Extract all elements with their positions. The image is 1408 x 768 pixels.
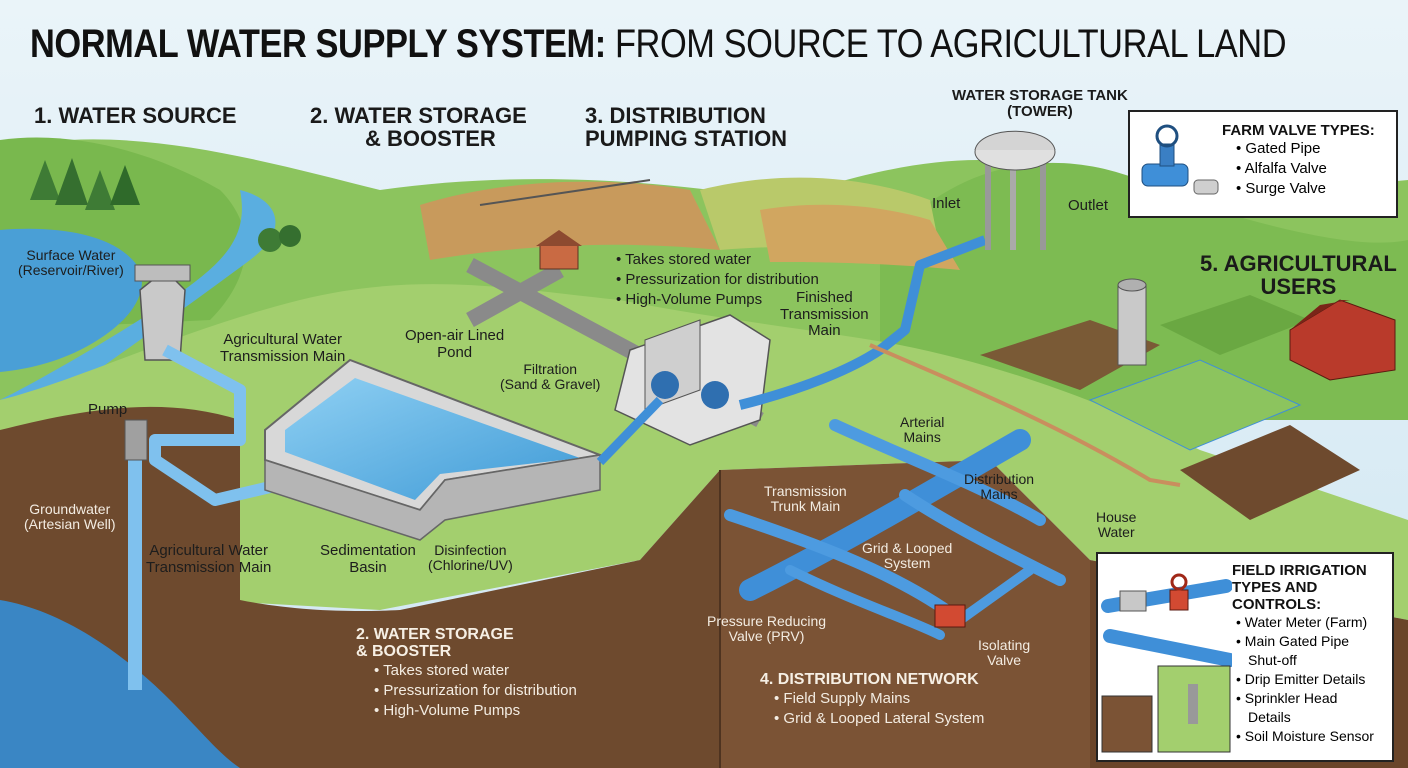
field-irrigation-heading-1: FIELD IRRIGATION (1232, 562, 1367, 579)
distribution-bullet-list: Field Supply MainsGrid & Looped Lateral … (760, 689, 984, 729)
pumping-bullets: Takes stored waterPressurization for dis… (616, 250, 819, 310)
title-rest: FROM SOURCE TO AGRICULTURAL LAND (614, 22, 1287, 66)
title-bold: NORMAL WATER SUPPLY SYSTEM: (30, 22, 606, 66)
plowed-field (420, 181, 720, 260)
pumping-bullet: Takes stored water (616, 250, 819, 270)
field-irrigation-item: Water Meter (Farm) (1236, 613, 1392, 632)
label-sedimentation: Sedimentation Basin (320, 542, 416, 576)
label-house-water: House Water (1096, 509, 1137, 541)
pumping-bullet-list: Takes stored waterPressurization for dis… (616, 250, 819, 310)
agricultural-transmission-pipe (149, 344, 302, 506)
storage-bullet: Takes stored water (374, 661, 577, 681)
field-irrigation-box: FIELD IRRIGATION TYPES AND CONTROLS: Wat… (1096, 552, 1394, 762)
lower-storage-block: 2. WATER STORAGE & BOOSTER Takes stored … (356, 626, 577, 721)
farm-valve-item: Gated Pipe (1236, 139, 1375, 159)
label-outlet: Outlet (1068, 197, 1109, 214)
distribution-bullet: Grid & Looped Lateral System (774, 709, 984, 729)
label-inlet: Inlet (932, 195, 961, 212)
pumping-bullet: Pressurization for distribution (616, 270, 818, 290)
silo (1117, 278, 1147, 366)
section-water-storage: 2. WATER STORAGE & BOOSTER (310, 103, 527, 152)
label-groundwater: Groundwater (Artesian Well) (24, 501, 116, 533)
farm-valve-item: Alfalfa Valve (1236, 159, 1375, 179)
irrigation-controls-icon (1101, 573, 1232, 753)
section-water-tower: WATER STORAGE TANK (TOWER) (952, 87, 1128, 120)
water-tower-illustration (974, 130, 1056, 250)
farm-valve-types-box: FARM VALVE TYPES: Gated PipeAlfalfa Valv… (1128, 110, 1398, 218)
field-irrigation-item: Soil Moisture Sensor (1236, 727, 1392, 746)
label-open-air-pond: Open-air Lined Pond (405, 327, 505, 361)
underground-river (0, 600, 240, 768)
field-irrigation-list: Water Meter (Farm)Main Gated PipeShut-of… (1232, 613, 1392, 746)
label-filtration: Filtration (Sand & Gravel) (500, 361, 601, 393)
barn (1289, 299, 1396, 381)
farm-fields (980, 295, 1360, 520)
feed-pipe (596, 396, 664, 466)
field-irrigation-heading-2: TYPES AND CONTROLS: (1232, 579, 1322, 613)
label-disinfection: Disinfection (Chlorine/UV) (428, 542, 513, 574)
distribution-network-block: 4. DISTRIBUTION NETWORK Field Supply Mai… (760, 671, 984, 729)
pumping-bullet: High-Volume Pumps (616, 290, 819, 310)
field-irrigation-item: Drip Emitter Details (1236, 670, 1392, 689)
section-water-source: 1. WATER SOURCE (34, 103, 237, 128)
storage-bullet-list: Takes stored waterPressurization for dis… (356, 661, 577, 721)
forest (30, 158, 301, 252)
label-agri-main-upper: Agricultural Water Transmission Main (220, 331, 346, 365)
farm-valve-heading: FARM VALVE TYPES: (1222, 122, 1375, 139)
well-pump (124, 419, 148, 461)
gate-valve-icon (1141, 124, 1219, 195)
distribution-bullet: Field Supply Mains (774, 689, 984, 709)
open-air-pond (264, 358, 604, 541)
label-isolating-valve: Isolating Valve (978, 637, 1031, 669)
label-agri-main-lower: Agricultural Water Transmission Main (146, 542, 272, 576)
reservoir (0, 228, 142, 372)
river (0, 190, 276, 425)
section-distribution-pumping: 3. DISTRIBUTION PUMPING STATION (585, 103, 788, 152)
storage-bullet: High-Volume Pumps (374, 701, 577, 721)
section-agricultural-users: 5. AGRICULTURAL USERS (1200, 251, 1397, 300)
label-surface-water: Surface Water (Reservoir/River) (18, 247, 124, 279)
label-pump: Pump (88, 401, 128, 418)
label-prv: Pressure Reducing Valve (PRV) (707, 613, 827, 645)
farm-valve-item: Surge Valve (1236, 179, 1375, 199)
label-distribution-mains: Distribution Mains (964, 471, 1035, 503)
prv-valve (934, 604, 966, 628)
storage-bullet: Pressurization for distribution (374, 681, 576, 701)
farm-supply-pipe (869, 343, 1181, 487)
small-house (536, 230, 582, 270)
label-arterial-mains: Arterial Mains (900, 414, 945, 446)
distribution-network-pipes (724, 419, 1066, 640)
center-pivot (479, 179, 651, 206)
label-trunk-main: Transmission Trunk Main (764, 483, 847, 515)
farm-valve-list: Gated PipeAlfalfa ValveSurge Valve (1222, 139, 1375, 199)
intake-tower (134, 264, 191, 361)
page-title: NORMAL WATER SUPPLY SYSTEM: FROM SOURCE … (30, 22, 1287, 67)
label-grid-looped: Grid & Looped System (862, 540, 953, 572)
